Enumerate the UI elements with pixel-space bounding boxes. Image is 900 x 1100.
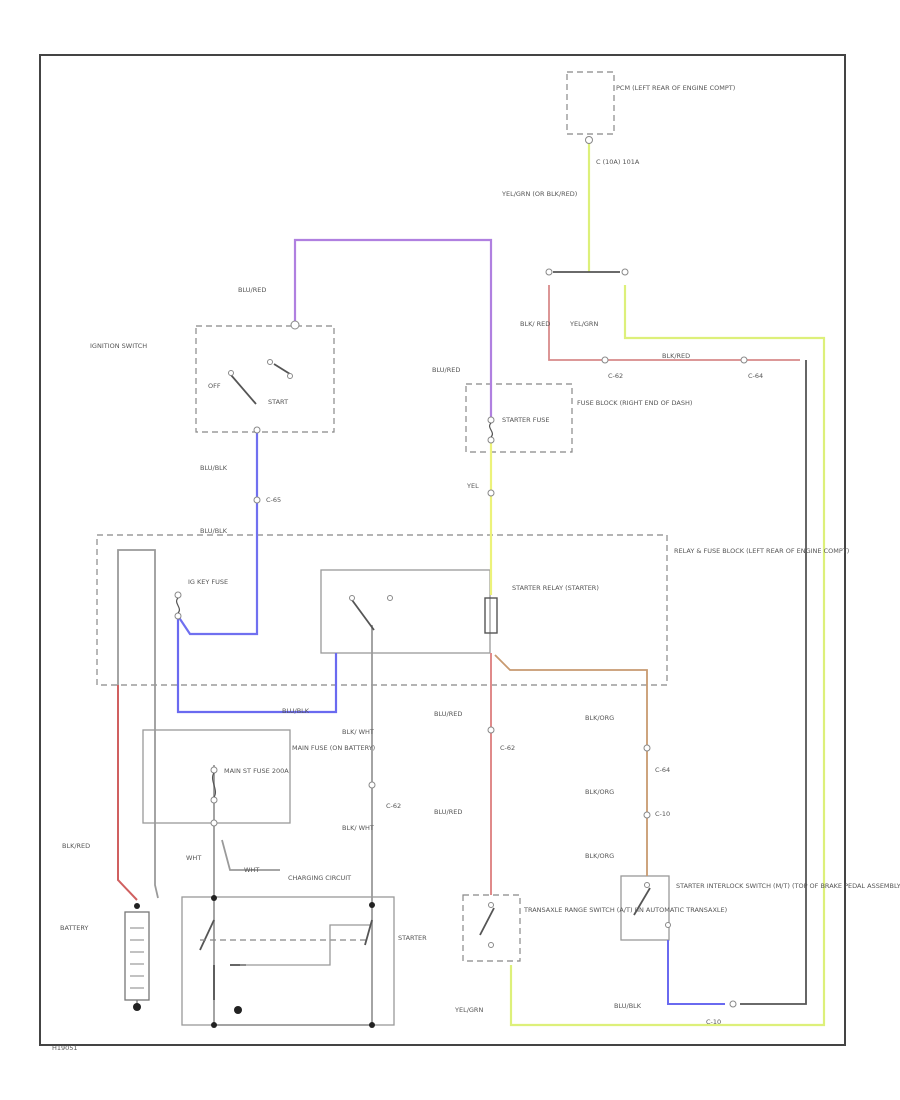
wire-label-yel: YEL: [466, 482, 479, 490]
ignition-off-label: OFF: [208, 382, 221, 390]
ignition-switch-arm: [230, 374, 257, 405]
connector-label-c65: C-65: [266, 496, 281, 504]
wire-blkred-battery: [117, 685, 138, 901]
connector-label-pcm: C (10A) 101A: [596, 158, 640, 166]
main-fuse-label: MAIN FUSE (ON BATTERY): [292, 744, 375, 752]
fuse-block-box: [465, 383, 573, 453]
ignition-start-label: START: [268, 398, 288, 406]
wire-blublk-bottom: [667, 940, 725, 1005]
wire-label-yelgrn-pcm: YEL/GRN (OR BLK/RED): [501, 190, 577, 198]
starter-solenoid-switch: [199, 919, 215, 951]
transaxle-range-switch-label: TRANSAXLE RANGE SWITCH (A/T) (IN AUTOMAT…: [523, 906, 727, 914]
wire-blublk-lower: [176, 616, 338, 714]
main-st-fuse-symbol: [211, 772, 217, 798]
connector-label-c10-b: C-10: [706, 1018, 721, 1026]
wire-blublk-ign: [177, 430, 259, 636]
connector-label-c62: C-62: [608, 372, 623, 380]
fuse-block-label: FUSE BLOCK (RIGHT END OF DASH): [577, 399, 692, 407]
starter-fuse-symbol: [488, 422, 494, 438]
starter-relay-label: STARTER RELAY (STARTER): [512, 584, 599, 592]
pcm-label: PCM (LEFT REAR OF ENGINE COMPT): [616, 84, 735, 92]
ignition-switch-label: IGNITION SWITCH: [90, 342, 147, 350]
wire-label-blkwht-1: BLK/ WHT: [342, 728, 374, 736]
wire-label-blkorg-2: BLK/ORG: [585, 788, 614, 796]
starter-fuse-label: STARTER FUSE: [502, 416, 549, 424]
wire-label-blublk-2: BLU/BLK: [200, 527, 228, 535]
wire-label-blkwht-2: BLK/ WHT: [342, 824, 374, 832]
wire-blkred-c62: [548, 285, 800, 361]
wire-label-yelgrn-right: YEL/GRN: [569, 320, 598, 328]
connector-label-c10: C-10: [655, 810, 670, 818]
wire-ig-fuse-feed: [117, 549, 159, 899]
wire-label-yelgrn-bottom: YEL/GRN: [454, 1006, 483, 1014]
ig-key-fuse-label: IG KEY FUSE: [188, 578, 228, 586]
starter-relay-box: [320, 569, 491, 654]
wire-label-blublk-1: BLU/BLK: [200, 464, 228, 472]
connector-label-c64-b: C-64: [655, 766, 670, 774]
diagram-code: H19051: [52, 1044, 78, 1052]
wire-label-wht-1: WHT: [186, 854, 201, 862]
wire-blkorg: [494, 654, 648, 876]
connector-label-c64: C-64: [748, 372, 763, 380]
ignition-switch-box: [195, 325, 335, 433]
main-fuse-box: [142, 729, 291, 824]
starter-interlock-switch-label: STARTER INTERLOCK SWITCH (M/T) (TOP OF B…: [676, 882, 900, 890]
diagram-frame: [39, 54, 846, 1046]
battery-symbol: [124, 911, 150, 1001]
wire-label-blured-a: BLU/RED: [434, 710, 462, 718]
relay-fuse-block-label: RELAY & FUSE BLOCK (LEFT REAR OF ENGINE …: [674, 547, 849, 555]
ignition-switch-arm-2: [273, 363, 291, 375]
pcm-box: [566, 71, 615, 135]
wire-label-wht-2: WHT: [244, 866, 259, 874]
connector-label-c62-c: C-62: [386, 802, 401, 810]
wire-label-blured-fuse: BLU/RED: [432, 366, 460, 374]
wire-label-blkred-2: BLK/RED: [662, 352, 690, 360]
ig-key-fuse-symbol: [175, 597, 181, 614]
relay-coil: [484, 597, 498, 634]
wire-blk-right: [740, 360, 807, 1005]
transaxle-switch-arm: [479, 907, 495, 936]
relay-switch-arm: [351, 599, 375, 631]
relay-fuse-block-box: [96, 534, 668, 686]
wire-blured-top: [293, 238, 493, 420]
wire-label-blublk-bottom: BLU/BLK: [614, 1002, 642, 1010]
battery-cells: [130, 927, 144, 989]
wire-label-blkred-left: BLK/RED: [62, 842, 90, 850]
interlock-switch-arm: [633, 887, 651, 916]
connector-label-c62-b: C-62: [500, 744, 515, 752]
wire-label-blublk-3: BLU/BLK: [282, 707, 310, 715]
wire-label-blkred: BLK/ RED: [520, 320, 550, 328]
wire-label-blured-b: BLU/RED: [434, 808, 462, 816]
starter-label: STARTER: [398, 934, 427, 942]
starter-interlock-box: [620, 875, 670, 941]
main-st-fuse-label: MAIN ST FUSE 200A: [224, 767, 289, 775]
battery-label: BATTERY: [60, 924, 88, 932]
wire-wht-charging: [221, 839, 280, 871]
wire-yelgrn-right: [509, 285, 826, 1027]
transaxle-range-switch-box: [462, 894, 521, 962]
wire-label-blured-top: BLU/RED: [238, 286, 266, 294]
charging-circuit-label: CHARGING CIRCUIT: [288, 874, 351, 882]
wire-starter-inner: [213, 898, 373, 1026]
wire-label-blkorg-1: BLK/ORG: [585, 714, 614, 722]
wire-label-blkorg-3: BLK/ORG: [585, 852, 614, 860]
